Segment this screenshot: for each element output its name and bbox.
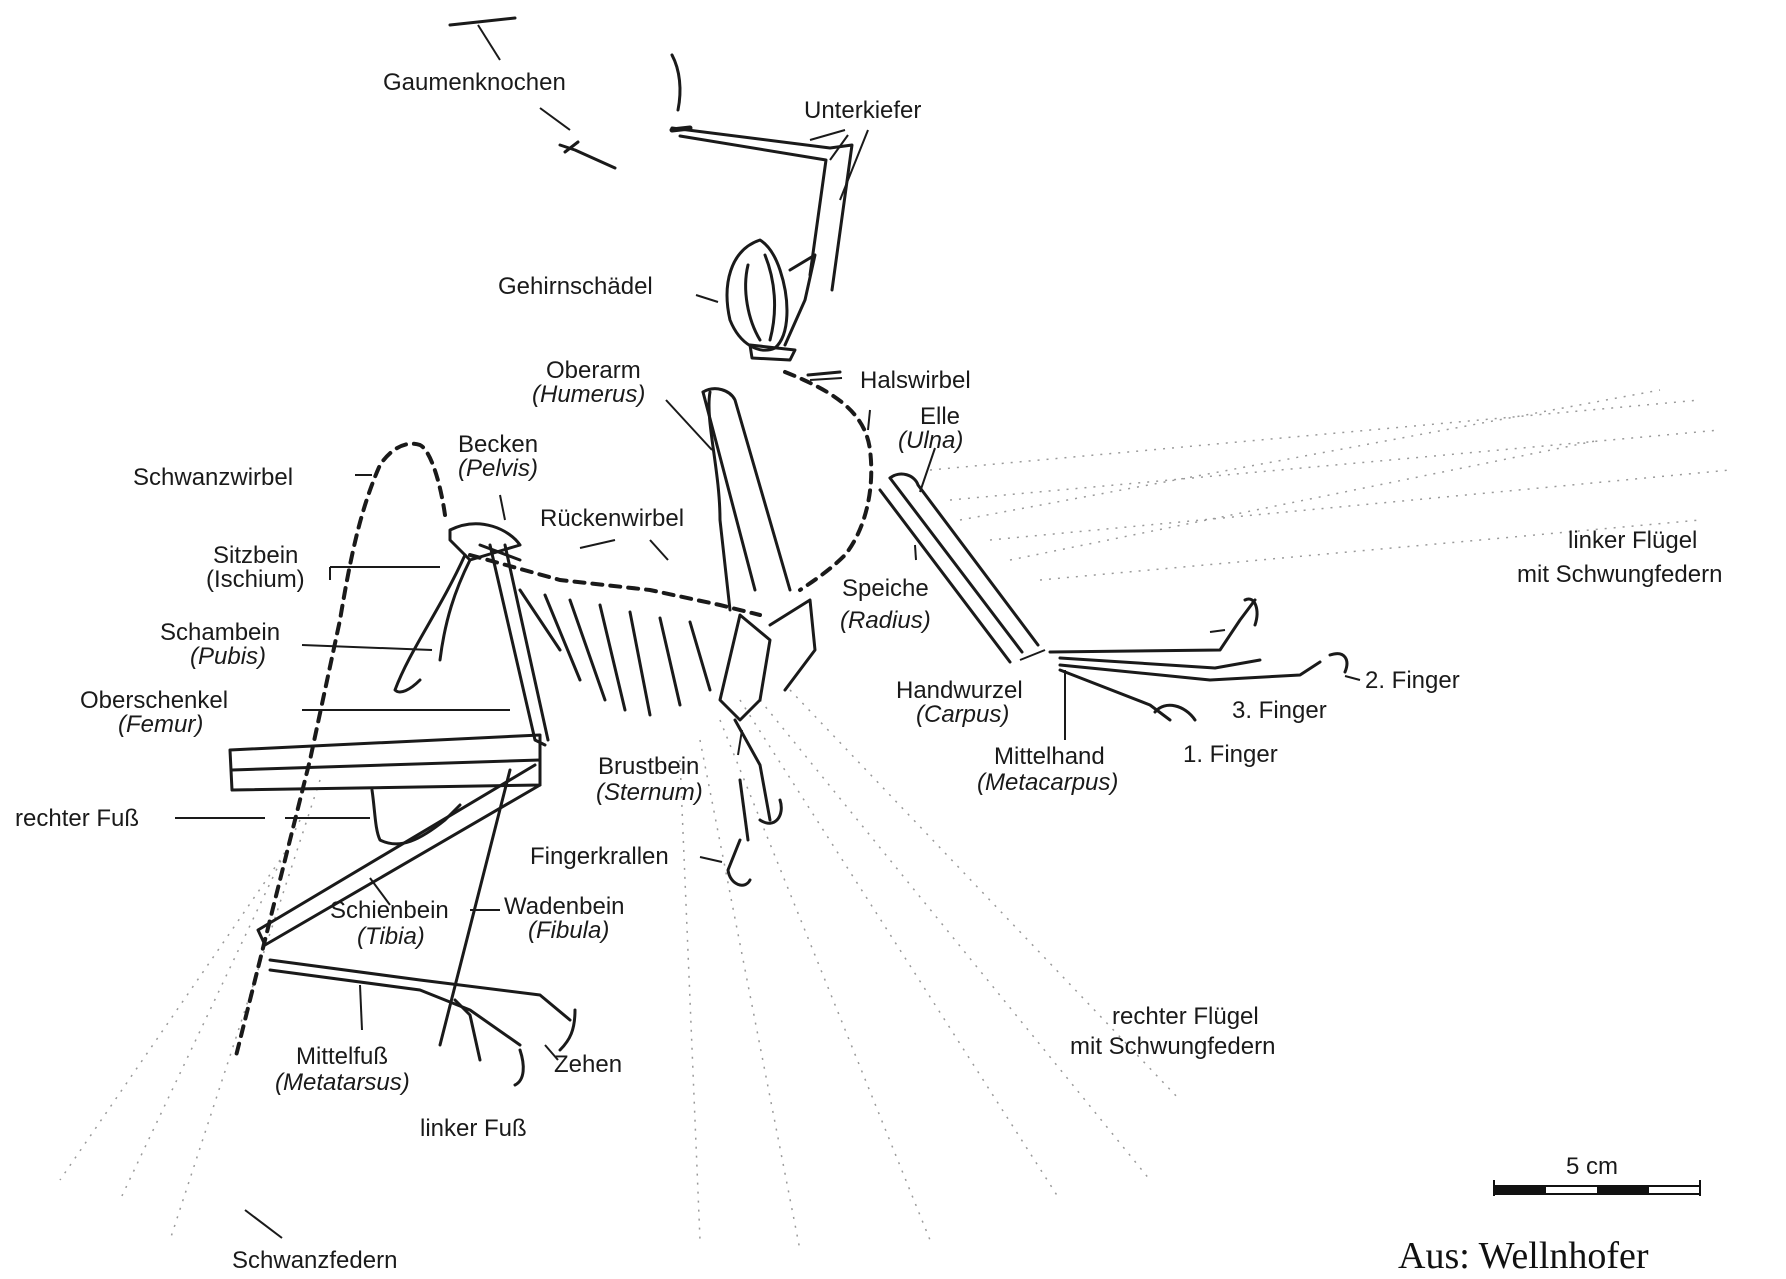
label-finger2: 2. Finger <box>1365 667 1460 694</box>
label-schienbein: Schienbein <box>330 897 449 924</box>
tail-vertebrae <box>235 444 445 1060</box>
label-gehirnschaedel: Gehirnschädel <box>498 273 653 300</box>
label-oberarm: Oberarm <box>546 357 641 384</box>
label-mittelfuss: Mittelfuß <box>296 1043 388 1070</box>
label-zehen: Zehen <box>554 1051 622 1078</box>
torso <box>470 555 815 720</box>
label-linker-fluegel-1: linker Flügel <box>1568 527 1697 554</box>
source-credit: Aus: Wellnhofer <box>1398 1235 1649 1277</box>
label-fingerkrallen: Fingerkrallen <box>530 843 669 870</box>
label-rechter-fuss: rechter Fuß <box>15 805 139 832</box>
label-mittelhand: Mittelhand <box>994 743 1105 770</box>
label-handwurzel-latin: (Carpus) <box>916 701 1009 728</box>
label-speiche-latin: (Radius) <box>840 607 931 634</box>
label-linker-fluegel-2: mit Schwungfedern <box>1517 561 1722 588</box>
scale-bar: 5 cm <box>1494 1153 1700 1196</box>
label-gaumenknochen: Gaumenknochen <box>383 69 566 96</box>
lower-jaw <box>672 55 852 290</box>
pelvis <box>395 524 520 692</box>
label-mittelfuss-latin: (Metatarsus) <box>275 1069 410 1096</box>
humerus <box>703 389 790 610</box>
label-rechter-fluegel-2: mit Schwungfedern <box>1070 1033 1275 1060</box>
label-schambein-latin: (Pubis) <box>190 643 266 670</box>
labels: Gaumenknochen Unterkiefer Gehirnschädel … <box>15 69 1722 1274</box>
label-rueckenwirbel: Rückenwirbel <box>540 505 684 532</box>
label-schienbein-latin: (Tibia) <box>357 923 425 950</box>
skull <box>727 240 815 360</box>
label-becken-latin: (Pelvis) <box>458 455 538 482</box>
label-wadenbein-latin: (Fibula) <box>528 917 609 944</box>
label-elle-latin: (Ulna) <box>898 427 963 454</box>
label-unterkiefer: Unterkiefer <box>804 97 921 124</box>
label-speiche: Speiche <box>842 575 929 602</box>
label-oberarm-latin: (Humerus) <box>532 381 645 408</box>
label-sitzbein: Sitzbein <box>213 542 298 569</box>
label-brustbein: Brustbein <box>598 753 699 780</box>
neck-vertebrae <box>785 372 871 590</box>
label-wadenbein: Wadenbein <box>504 893 625 920</box>
label-rechter-fluegel-1: rechter Flügel <box>1112 1003 1259 1030</box>
scale-bar-label: 5 cm <box>1566 1153 1618 1180</box>
label-finger3: 3. Finger <box>1232 697 1327 724</box>
label-finger1: 1. Finger <box>1183 741 1278 768</box>
label-mittelhand-latin: (Metacarpus) <box>977 769 1118 796</box>
label-handwurzel: Handwurzel <box>896 677 1023 704</box>
label-oberschenkel-latin: (Femur) <box>118 711 203 738</box>
label-schwanzfedern: Schwanzfedern <box>232 1247 397 1274</box>
label-becken: Becken <box>458 431 538 458</box>
label-linker-fuss: linker Fuß <box>420 1115 527 1142</box>
label-oberschenkel: Oberschenkel <box>80 687 228 714</box>
label-schambein: Schambein <box>160 619 280 646</box>
claws <box>728 720 781 885</box>
label-schwanzwirbel: Schwanzwirbel <box>133 464 293 491</box>
label-elle: Elle <box>920 403 960 430</box>
label-sitzbein-latin: (Ischium) <box>206 566 305 593</box>
label-brustbein-latin: (Sternum) <box>596 779 703 806</box>
feather-impressions <box>60 390 1730 1250</box>
label-halswirbel: Halswirbel <box>860 367 971 394</box>
